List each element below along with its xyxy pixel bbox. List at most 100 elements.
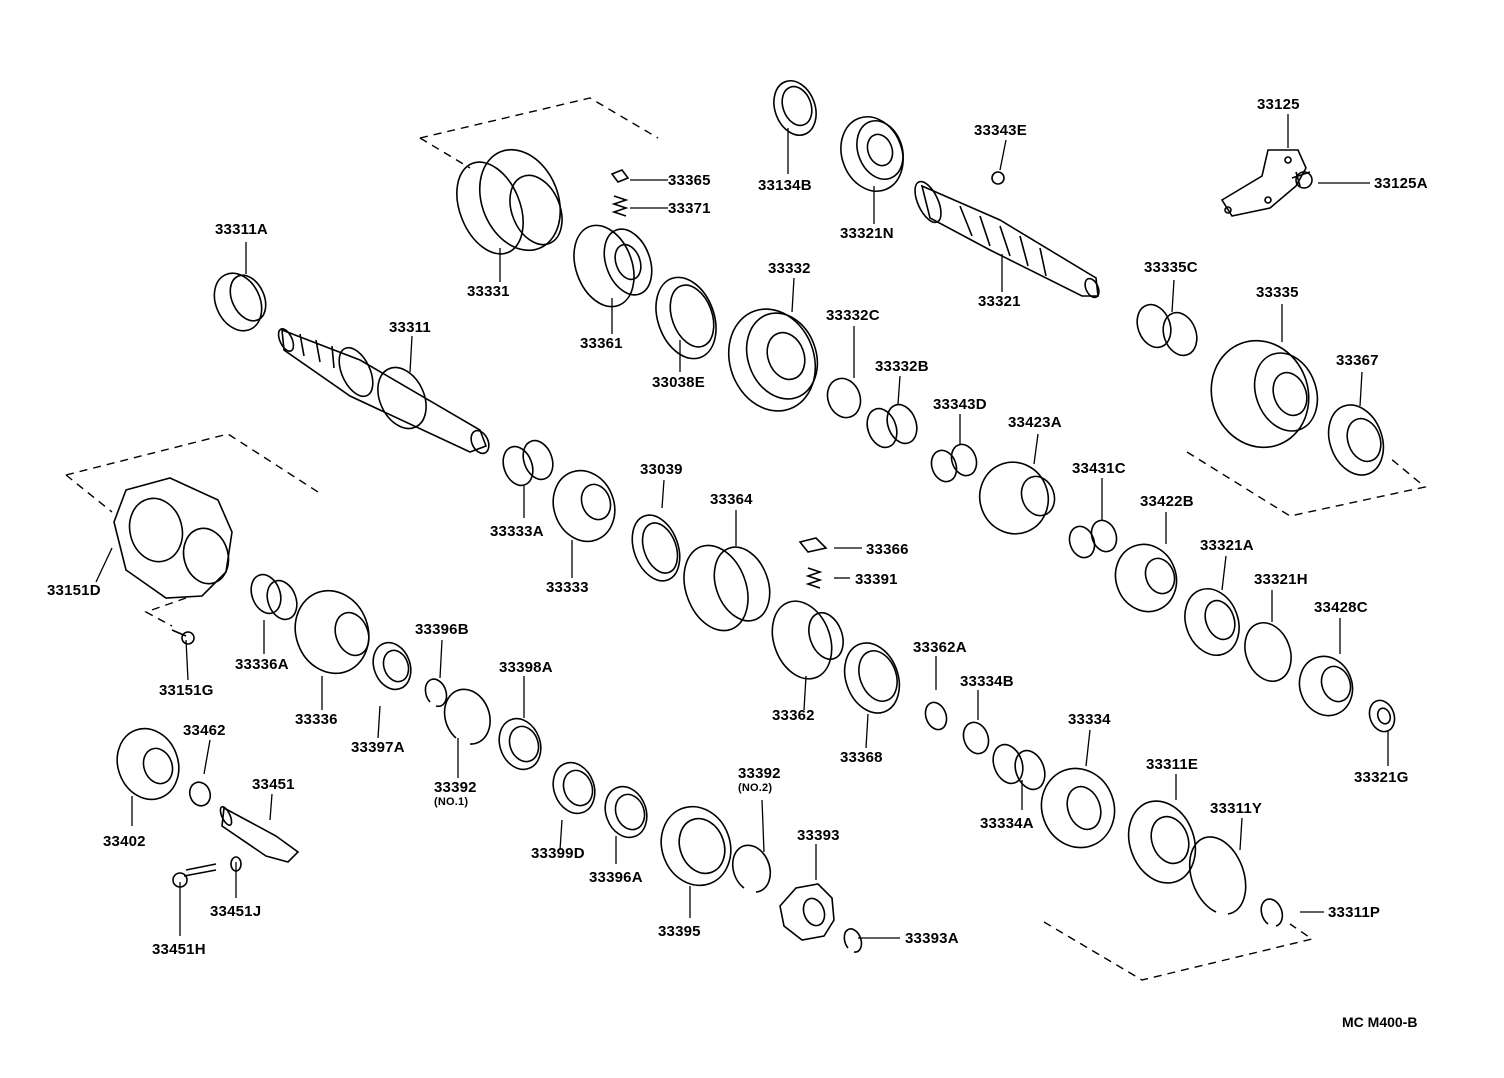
label-33332: 33332 bbox=[768, 260, 811, 277]
gear-33367 bbox=[1327, 404, 1385, 476]
bushing-33431C bbox=[1068, 519, 1118, 559]
label-33423A: 33423A bbox=[1008, 414, 1062, 431]
gear-33362 bbox=[771, 600, 844, 680]
gear-33422B bbox=[1114, 543, 1178, 613]
hub-sleeve-33331 bbox=[456, 148, 563, 255]
hub-sleeve-33364 bbox=[683, 544, 771, 632]
label-33392-no2: 33392 bbox=[738, 765, 781, 782]
label-33364: 33364 bbox=[710, 491, 753, 508]
snap-ring-33396B bbox=[424, 678, 448, 708]
label-33331: 33331 bbox=[467, 283, 510, 300]
ring-33362A bbox=[924, 701, 948, 731]
label-33451H: 33451H bbox=[152, 941, 206, 958]
label-33366: 33366 bbox=[866, 541, 909, 558]
label-33134B: 33134B bbox=[758, 177, 812, 194]
label-33396A: 33396A bbox=[589, 869, 643, 886]
ring-33334B bbox=[962, 721, 990, 755]
label-33368: 33368 bbox=[840, 749, 883, 766]
nut-33321G bbox=[1368, 699, 1396, 733]
label-33365: 33365 bbox=[668, 172, 711, 189]
shifting-key-hub-33393 bbox=[779, 883, 835, 941]
label-33399D: 33399D bbox=[531, 845, 585, 862]
bearing-33311E bbox=[1127, 800, 1197, 884]
label-33125: 33125 bbox=[1257, 96, 1300, 113]
label-33392-no2-sub: (NO.2) bbox=[738, 782, 773, 794]
label-33335: 33335 bbox=[1256, 284, 1299, 301]
label-33392-no1: 33392 bbox=[434, 779, 477, 796]
bolt-33125A bbox=[1291, 171, 1313, 189]
label-33396B: 33396B bbox=[415, 621, 469, 638]
hub-sleeve-33395 bbox=[660, 805, 732, 887]
shaft-33451 bbox=[219, 805, 300, 863]
label-33392-no1-sub: (NO.1) bbox=[434, 796, 469, 808]
label-33393: 33393 bbox=[797, 827, 840, 844]
needle-bearing-33332B bbox=[866, 403, 918, 449]
synchro-ring-33396A bbox=[604, 785, 648, 839]
label-33362: 33362 bbox=[772, 707, 815, 724]
bracket-33125 bbox=[1220, 149, 1307, 217]
snap-ring-33393A bbox=[843, 928, 863, 953]
synchro-ring-33368 bbox=[843, 642, 901, 714]
leader-lines bbox=[95, 114, 1389, 939]
retainer-33151D bbox=[113, 477, 233, 599]
label-33151D: 33151D bbox=[47, 582, 101, 599]
label-33462: 33462 bbox=[183, 722, 226, 739]
washer-33462 bbox=[188, 781, 212, 807]
label-33451: 33451 bbox=[252, 776, 295, 793]
gear-33335 bbox=[1210, 339, 1319, 449]
needle-bearing-33336A bbox=[250, 573, 298, 621]
ball-33343E bbox=[991, 171, 1005, 185]
ring-33321H bbox=[1244, 622, 1292, 682]
label-33321H: 33321H bbox=[1254, 571, 1308, 588]
snap-ring-33392-no2 bbox=[731, 844, 772, 893]
label-33038E: 33038E bbox=[652, 374, 705, 391]
shift-key-33366 bbox=[798, 537, 828, 553]
spring-33391 bbox=[805, 567, 823, 589]
label-33321G: 33321G bbox=[1354, 769, 1409, 786]
bolt-33451H bbox=[172, 863, 217, 888]
label-33334: 33334 bbox=[1068, 711, 1111, 728]
synchro-ring-33039 bbox=[631, 514, 681, 582]
gear-33334 bbox=[1040, 767, 1116, 849]
label-33311A: 33311A bbox=[215, 221, 268, 238]
gear-33402 bbox=[116, 727, 180, 801]
snap-ring-33311P bbox=[1260, 898, 1284, 927]
needle-bearing-33333A bbox=[502, 439, 554, 487]
label-33395: 33395 bbox=[658, 923, 701, 940]
bushing-33343D bbox=[930, 443, 978, 483]
label-33422B: 33422B bbox=[1140, 493, 1194, 510]
label-33125A: 33125A bbox=[1374, 175, 1428, 192]
ring-33332C bbox=[826, 377, 862, 419]
gear-33428C bbox=[1298, 655, 1354, 717]
needle-bearing-33334A bbox=[992, 743, 1046, 791]
label-33332C: 33332C bbox=[826, 307, 880, 324]
bearing-33321N bbox=[840, 116, 904, 192]
bearing-33311A bbox=[213, 272, 267, 332]
label-33321N: 33321N bbox=[840, 225, 894, 242]
label-33336: 33336 bbox=[295, 711, 338, 728]
label-33332B: 33332B bbox=[875, 358, 929, 375]
label-33361: 33361 bbox=[580, 335, 623, 352]
label-33343D: 33343D bbox=[933, 396, 987, 413]
label-33311P: 33311P bbox=[1328, 904, 1381, 921]
synchro-ring-33038E bbox=[655, 276, 717, 360]
label-33039: 33039 bbox=[640, 461, 683, 478]
label-33431C: 33431C bbox=[1072, 460, 1126, 477]
gear-33332 bbox=[727, 308, 819, 412]
needle-bearing-33335C bbox=[1136, 303, 1198, 357]
label-33451J: 33451J bbox=[210, 903, 262, 920]
label-33321: 33321 bbox=[978, 293, 1021, 310]
label-33334B: 33334B bbox=[960, 673, 1014, 690]
label-33335C: 33335C bbox=[1144, 259, 1198, 276]
synchro-ring-33398A bbox=[498, 717, 542, 771]
gear-33361 bbox=[573, 224, 653, 308]
label-33402: 33402 bbox=[103, 833, 146, 850]
label-33333A: 33333A bbox=[490, 523, 544, 540]
label-33428C: 33428C bbox=[1314, 599, 1368, 616]
synchro-ring-33399D bbox=[552, 761, 596, 815]
input-shaft-33311 bbox=[277, 328, 490, 455]
label-33397A: 33397A bbox=[351, 739, 405, 756]
screw-33151G bbox=[171, 629, 195, 645]
